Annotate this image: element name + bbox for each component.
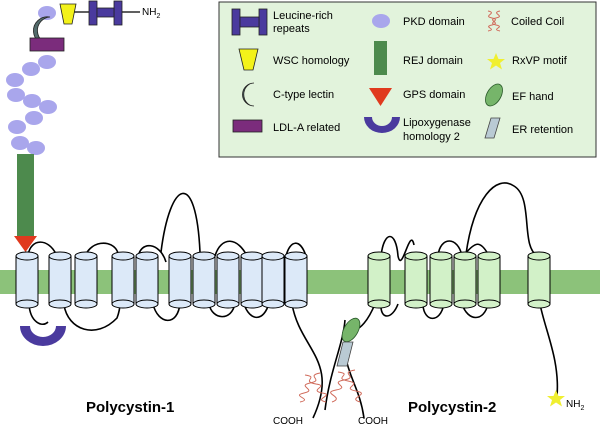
pc2-nh2-subscript: 2: [580, 405, 584, 412]
pc2-cooh-label: COOH: [358, 416, 388, 427]
rxvp-motif-icon: [487, 53, 505, 70]
pkd-domain-icon: [372, 14, 390, 28]
coiled-coil-icon: [487, 10, 501, 32]
pc2-rxvp-motif-icon: [547, 390, 565, 407]
legend-gps: GPS domain: [403, 89, 465, 101]
pc1-lipoxygenase-icon: [20, 326, 66, 346]
ldl-a-related-icon: [232, 119, 263, 133]
pc1-pkd-domain-chain: [6, 55, 57, 155]
pc1-nh2-subscript: 2: [156, 13, 160, 20]
pc1-nh2-label: NH2: [142, 7, 160, 20]
legend-coiled: Coiled Coil: [511, 16, 564, 28]
legend-leucine-rich-line1: Leucine-rich: [273, 10, 333, 22]
legend-pkd: PKD domain: [403, 16, 465, 28]
pc1-transmembrane-helices: [15, 251, 308, 309]
legend-ldla: LDL-A related: [273, 122, 340, 134]
legend-lipox-line1: Lipoxygenase: [403, 117, 471, 129]
pc1-title: Polycystin-1: [86, 399, 174, 416]
legend-box: [218, 1, 597, 158]
pc2-ef-hand-icon: [341, 317, 361, 343]
wsc-homology-icon: [238, 48, 259, 71]
pc2-nh2-label: NH2: [566, 399, 584, 412]
legend-er: ER retention: [512, 124, 573, 136]
polycystin-1: NH2: [6, 0, 346, 427]
legend-rej: REJ domain: [403, 55, 463, 67]
pc2-transmembrane-helices: [367, 251, 551, 309]
pc1-wsc-homology-icon: [59, 3, 77, 25]
c-type-lectin-icon: [242, 82, 255, 107]
pc1-rej-domain-icon: [17, 154, 34, 236]
leucine-rich-repeat-icon: [231, 8, 268, 36]
pc1-pkd-icon: [38, 6, 56, 20]
ef-hand-icon: [485, 83, 503, 107]
legend-wsc: WSC homology: [273, 55, 350, 67]
pc2-coiled-coil-icon: [330, 369, 362, 403]
pc1-coiled-coil-icon: [298, 372, 328, 403]
pc2-er-retention-icon: [336, 341, 354, 367]
er-retention-icon: [484, 117, 501, 139]
polycystin-2: NH2 COOH Polycystin-2: [330, 182, 584, 427]
legend-lipox-line2: homology 2: [403, 131, 460, 143]
rej-domain-icon: [374, 41, 387, 75]
pc2-title: Polycystin-2: [408, 399, 496, 416]
pc1-cooh-label: COOH: [273, 416, 303, 427]
legend-efhand: EF hand: [512, 91, 554, 103]
legend-leucine-rich-line2: repeats: [273, 23, 310, 35]
legend: Leucine-rich repeats WSC homology C-type…: [218, 1, 597, 158]
lipoxygenase-homology-icon: [364, 117, 400, 133]
gps-domain-icon: [369, 88, 392, 106]
pc1-gps-domain-icon: [14, 236, 37, 252]
pc1-ldl-a-related-icon: [29, 37, 65, 52]
legend-rxvp: RxVP motif: [512, 55, 568, 67]
pc1-leucine-rich-repeat-icon: [88, 0, 123, 26]
legend-ctype: C-type lectin: [273, 89, 334, 101]
